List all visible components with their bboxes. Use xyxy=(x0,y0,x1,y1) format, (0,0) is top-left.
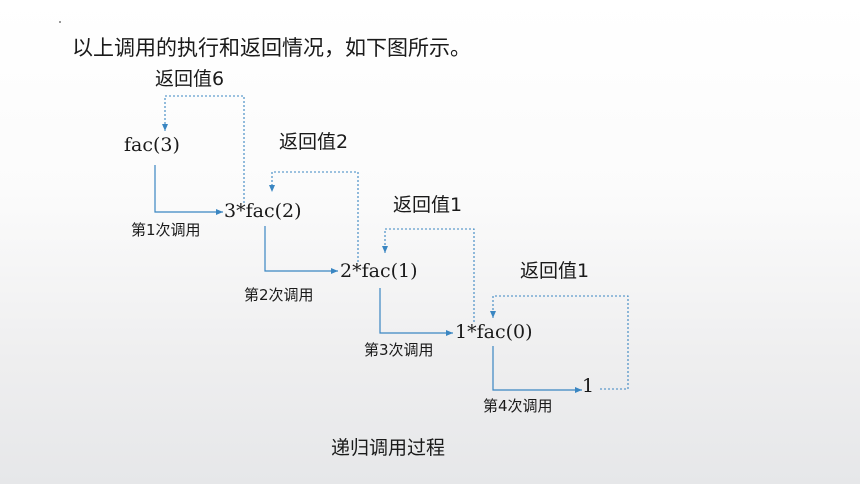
return-arrow-2 xyxy=(269,171,359,262)
call-arrow-1 xyxy=(154,165,223,215)
call-arrow-4 xyxy=(492,346,582,393)
return-arrow-3 xyxy=(382,228,475,322)
call-label-2: 第2次调用 xyxy=(244,286,314,304)
return-arrow-1 xyxy=(162,95,245,203)
return-arrow-4 xyxy=(490,295,629,390)
call-label-4: 第4次调用 xyxy=(483,397,553,415)
diagram-caption: 递归调用过程 xyxy=(331,437,446,459)
heading-text: 以上调用的执行和返回情况，如下图所示。 xyxy=(72,36,471,60)
call-label-1: 第1次调用 xyxy=(131,221,201,239)
expr-3-fac2: 3*fac(2) xyxy=(224,200,302,222)
expr-1-fac0: 1*fac(0) xyxy=(455,321,533,343)
return-label-4: 返回值1 xyxy=(520,260,590,282)
corner-dot xyxy=(59,21,61,23)
expr-2-fac1: 2*fac(1) xyxy=(340,260,418,282)
expr-fac3: fac(3) xyxy=(124,134,180,156)
call-arrow-2 xyxy=(264,226,338,274)
return-label-3: 返回值1 xyxy=(393,194,463,216)
call-arrow-3 xyxy=(379,288,453,336)
return-label-1: 返回值6 xyxy=(155,68,225,90)
call-label-3: 第3次调用 xyxy=(364,341,434,359)
expr-final-1: 1 xyxy=(582,375,595,397)
return-label-2: 返回值2 xyxy=(279,131,349,153)
